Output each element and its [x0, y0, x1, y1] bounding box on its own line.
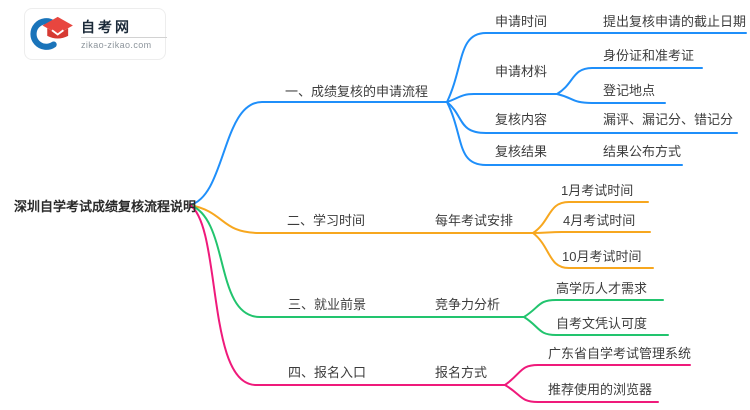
node-diploma-recognition: 自考文凭认可度 — [556, 316, 647, 331]
node-exam-schedule: 每年考试安排 — [435, 213, 513, 228]
link-branch1-apply-materials — [446, 93, 558, 103]
branch-1-lines — [189, 32, 747, 206]
node-review-result: 复核结果 — [495, 144, 547, 159]
branch3-label: 三、就业前景 — [288, 297, 366, 312]
logo-crescent-shape — [30, 18, 57, 50]
node-apply-materials: 申请材料 — [495, 64, 547, 79]
node-apply-time: 申请时间 — [495, 14, 547, 29]
branch4-label: 四、报名入口 — [288, 365, 366, 380]
node-registration-location: 登记地点 — [603, 83, 655, 98]
root-node-label: 深圳自学考试成绩复核流程说明 — [14, 199, 196, 214]
link-signup-browser — [504, 384, 659, 403]
node-competitiveness: 竞争力分析 — [435, 297, 500, 312]
node-review-items: 漏评、漏记分、错记分 — [603, 112, 733, 127]
logo-divider — [81, 36, 167, 38]
logo-text-block: 自考网 zikao-zikao.com — [81, 19, 167, 50]
link-root-branch3 — [189, 204, 525, 318]
node-result-publish: 结果公布方式 — [603, 144, 681, 159]
mindmap-labels: 深圳自学考试成绩复核流程说明 一、成绩复核的申请流程 申请时间 提出复核申请的截… — [14, 14, 746, 397]
link-branch1-review-result — [446, 101, 683, 166]
link-schedule-oct — [532, 232, 654, 269]
node-jan-exam: 1月考试时间 — [561, 183, 633, 198]
node-apr-exam: 4月考试时间 — [563, 213, 635, 228]
node-idcard: 身份证和准考证 — [603, 48, 694, 63]
link-schedule-jan — [532, 201, 649, 234]
node-recommended-browser: 推荐使用的浏览器 — [548, 382, 652, 397]
link-branch1-apply-time — [446, 32, 747, 103]
link-root-branch1 — [189, 101, 448, 206]
branch1-label: 一、成绩复核的申请流程 — [285, 84, 428, 99]
site-logo: 自考网 zikao-zikao.com — [24, 8, 167, 60]
link-root-branch2 — [189, 204, 534, 234]
logo-domain: zikao-zikao.com — [81, 39, 152, 50]
branch-3-lines — [189, 204, 669, 336]
node-signup-method: 报名方式 — [435, 365, 487, 380]
node-apply-deadline: 提出复核申请的截止日期 — [603, 14, 746, 29]
node-talent-demand: 高学历人才需求 — [556, 281, 647, 296]
branch2-label: 二、学习时间 — [287, 213, 365, 228]
branch-4-lines — [189, 204, 691, 403]
zikao-logo-icon — [30, 16, 73, 50]
branch-2-lines — [189, 201, 654, 269]
node-gd-exam-system: 广东省自学考试管理系统 — [548, 346, 691, 361]
logo-cap-front — [47, 28, 69, 39]
link-schedule-apr — [532, 231, 651, 234]
node-oct-exam: 10月考试时间 — [562, 249, 641, 264]
node-review-content: 复核内容 — [495, 112, 547, 127]
link-materials-location — [556, 93, 666, 104]
link-branch1-review-content — [446, 101, 738, 134]
link-materials-idcard — [556, 67, 703, 95]
link-signup-system — [504, 364, 691, 386]
logo-title: 自考网 — [81, 18, 132, 35]
logo-cap-chevron — [51, 29, 64, 36]
link-root-branch4 — [189, 204, 506, 386]
link-analysis-demand — [523, 299, 664, 318]
link-analysis-recognition — [523, 316, 669, 336]
